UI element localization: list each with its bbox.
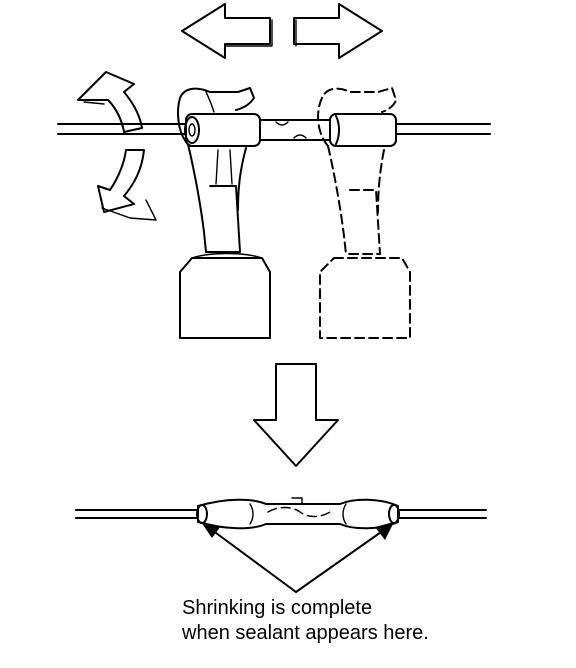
sealant-note: Shrinking is complete when sealant appea…	[182, 596, 429, 646]
arrow-right-icon	[293, 3, 383, 59]
sealant-note-line-2: when sealant appears here.	[182, 622, 429, 644]
rotate-arrow-icon	[77, 71, 157, 221]
heat-gun-dashed	[317, 87, 411, 339]
wire-right	[395, 123, 491, 135]
pointer-arrows	[201, 522, 394, 593]
sealant-note-line-1: Shrinking is complete	[182, 597, 373, 619]
arrow-down-icon	[253, 363, 339, 467]
splice-sleeve-top	[184, 113, 397, 147]
wire-left	[57, 123, 187, 135]
arrow-left-icon	[181, 3, 273, 59]
shrunk-splice	[75, 497, 487, 530]
heat-gun-solid	[177, 87, 271, 339]
